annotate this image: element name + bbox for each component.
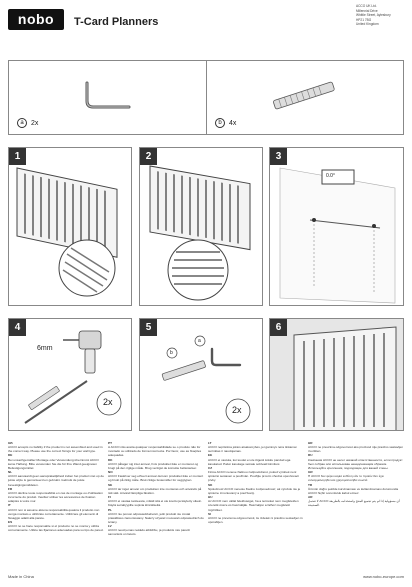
address-line: United Kingdom	[356, 22, 379, 27]
instruction-text: Ürünün doğru şekilde kurulmaması ve kull…	[308, 486, 399, 495]
quantity-callout: 2x	[103, 397, 113, 407]
language-code: HR	[308, 441, 313, 445]
instruction-text: ACCO fraskriver seg ethvert ansvar derso…	[108, 474, 204, 483]
page-title: T-Card Planners	[74, 16, 159, 28]
instruction-text: ACCO ei vastuta, kui toodet ei ole õiges…	[208, 457, 291, 466]
language-code: DK	[108, 457, 113, 462]
instruction-text: ACCO ei vastaa tuotteesta, mikäli sitä e…	[108, 499, 203, 508]
drill-size: 6mm	[37, 345, 53, 352]
frame-slots-illustration	[149, 165, 251, 301]
language-code: ES	[8, 519, 13, 524]
step-4-panel: 4 6mm 2x	[8, 318, 132, 431]
language-code: GB	[8, 441, 13, 445]
language-code: RU	[308, 453, 313, 458]
language-code: IT	[8, 503, 11, 508]
language-code: EE	[208, 453, 213, 458]
step-number: 2	[140, 148, 157, 165]
quantity-callout: 2x	[232, 405, 242, 415]
step-2-panel: 2	[139, 147, 263, 306]
language-code: FR	[8, 486, 13, 491]
hook-insertion-illustration	[161, 335, 251, 424]
step-6-panel: 6	[269, 318, 404, 431]
nobo-logo: nobo	[8, 9, 64, 30]
instruction-text: Компания ACCO не несет никакой ответстве…	[308, 457, 403, 470]
hook-icon	[85, 81, 131, 109]
instruction-text: Bei unsachgemäßer Montage oder Verwendun…	[8, 457, 99, 470]
step-1-panel: 1	[8, 147, 132, 306]
part-quantity: 4x	[229, 119, 237, 127]
instruction-text: لا تتحمل ACCO أي مسؤولية إذا لم يتم تجمي…	[308, 499, 400, 508]
language-code: LT	[208, 441, 212, 445]
step-number: 1	[9, 148, 26, 165]
instruction-text: ACCO påtager sig intet ansvar, hvis prod…	[108, 461, 199, 470]
instruction-text: ACCO no se hace responsable si el produc…	[8, 524, 104, 533]
instruction-text: A ACCO não aceita qualquer responsabilid…	[108, 445, 202, 458]
planner-frame-illustration	[16, 167, 118, 297]
language-code: SE	[108, 482, 113, 487]
language-code: AR	[308, 495, 313, 500]
step-5-panel: 5 a b 2x	[139, 318, 263, 431]
instruction-text: ACCO accepts no liability if the product…	[8, 445, 103, 454]
language-code: DE	[8, 453, 13, 458]
step-number: 5	[140, 319, 157, 336]
step-number: 4	[9, 319, 26, 336]
language-code: GR	[308, 470, 313, 475]
part-label: a 2x	[17, 118, 38, 128]
language-code: FI	[108, 495, 111, 500]
language-code: SI	[208, 511, 211, 516]
instruction-text: Η ACCO δεν φέρει καμία ευθύνη εάν το προ…	[308, 474, 384, 483]
instruction-text: ACCO ne preuzima odgovornost ako proizvo…	[308, 445, 404, 454]
country-of-origin: Made in China	[8, 574, 34, 579]
language-code: SK	[208, 482, 213, 487]
language-code: LV	[108, 524, 112, 529]
wall-levelling-illustration	[279, 167, 396, 304]
part-letter: b	[215, 118, 225, 128]
website-link[interactable]: www.nobo-europe.com	[363, 574, 404, 579]
part-label: b 4x	[215, 118, 236, 128]
address-line: Millennial Drive	[356, 8, 378, 13]
instruction-text: ACCO nie ponosi odpowiedzialności, jeśli…	[108, 511, 204, 524]
step-number: 3	[270, 148, 287, 165]
instruction-text: ACCO ne prevzema odgovornosti, če izdele…	[208, 515, 303, 524]
address-line: Whittle Street, Aylesbury	[356, 13, 391, 18]
language-code: TR	[308, 482, 313, 487]
part-letter: a	[198, 338, 201, 344]
drill-illustration	[24, 330, 122, 424]
language-code: NO	[108, 470, 113, 475]
instruction-text: ACCO tar inget ansvar om produkten inte …	[108, 486, 202, 495]
address-line: ACCO UK Ltd.	[356, 4, 377, 8]
instruction-text: ACCO décline toute responsabilité en cas…	[8, 490, 103, 504]
instruction-text: Az ACCO nem vállal felelősséget, ha a te…	[208, 499, 299, 512]
language-code: CZ	[208, 465, 213, 470]
language-code: HU	[208, 495, 213, 500]
parts-divider	[206, 61, 207, 134]
language-code: PT	[108, 441, 112, 445]
step-3-panel: 3 0.0°	[269, 147, 404, 306]
part-a: a 2x	[9, 61, 206, 134]
part-quantity: 2x	[31, 119, 39, 127]
wall-plug-icon	[273, 81, 335, 110]
company-address: ACCO UK Ltd. Millennial Drive Whittle St…	[356, 4, 408, 27]
parts-list: a 2x b 4x	[8, 60, 404, 135]
instruction-text: ACCO aanvaardt geen aansprakelijkheid in…	[8, 474, 104, 487]
address-line: HP21 7BG	[356, 17, 372, 22]
step-number: 6	[270, 319, 287, 336]
part-b: b 4x	[207, 61, 404, 134]
instruction-text: ACCO non si assume alcuna responsabilità…	[8, 507, 100, 520]
part-letter: a	[17, 118, 27, 128]
language-code: NL	[8, 470, 13, 475]
instruction-text: ACCO neprisiima jokios atsakomybės, jei …	[208, 445, 297, 454]
part-letter: b	[170, 350, 173, 356]
instruction-text: Firma ACCO nenese žádnou zodpovědnost, p…	[208, 470, 299, 483]
level-angle: 0.0°	[326, 173, 335, 179]
instruction-text: Spoločnosť ACCO nenesie žiadnu zodpovedn…	[208, 486, 301, 495]
instruction-text: ACCO neuzņemas nekādu atbildību, ja prod…	[108, 528, 191, 537]
language-code: PL	[108, 507, 112, 512]
hanging-planner-illustration	[270, 319, 403, 430]
